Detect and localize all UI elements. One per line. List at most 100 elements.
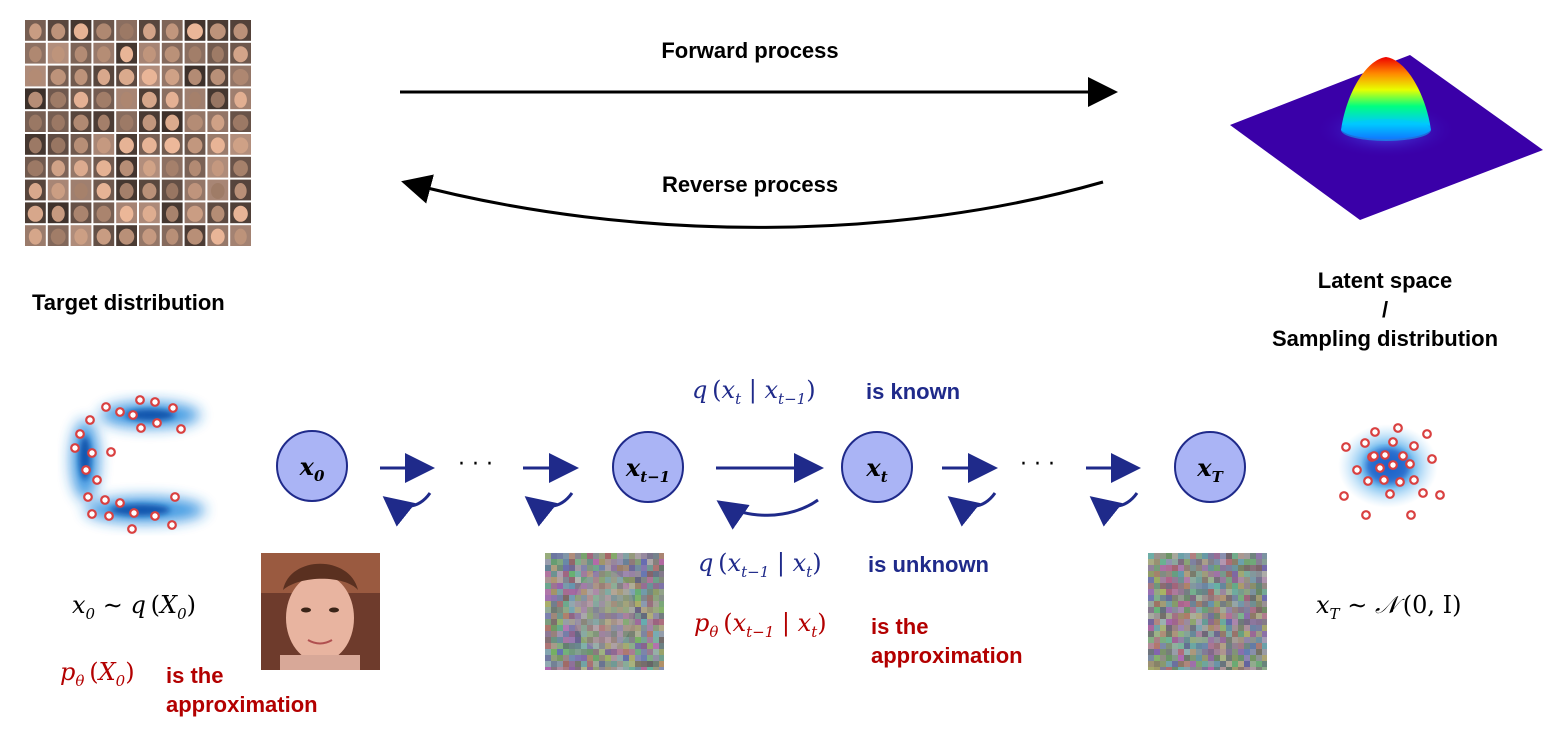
noise-pixel (593, 571, 599, 577)
sample-dot (1398, 451, 1408, 461)
noise-pixel (569, 565, 575, 571)
noise-pixel (569, 667, 575, 670)
noise-pixel (1172, 601, 1178, 607)
noise-pixel (629, 643, 635, 649)
noise-pixel (563, 637, 569, 643)
noise-pixel (1184, 661, 1190, 667)
noise-pixel (617, 637, 623, 643)
noise-pixel (635, 583, 641, 589)
noise-pixel (611, 625, 617, 631)
latent-density (1338, 423, 1445, 520)
noise-pixel (629, 601, 635, 607)
noise-pixel (629, 631, 635, 637)
noise-pixel (1238, 655, 1244, 661)
noise-pixel (569, 649, 575, 655)
noise-pixel (1244, 589, 1250, 595)
noise-pixel (1184, 655, 1190, 661)
noise-pixel (1244, 619, 1250, 625)
noise-pixel (647, 613, 653, 619)
noise-pixel (617, 577, 623, 583)
noise-pixel (1154, 637, 1160, 643)
noise-pixel (1250, 631, 1256, 637)
noise-pixel (1202, 649, 1208, 655)
noise-pixel (1214, 637, 1220, 643)
noise-pixel (575, 601, 581, 607)
noise-pixel (545, 625, 551, 631)
noise-pixel (641, 553, 647, 559)
noise-pixel (1184, 571, 1190, 577)
noise-pixel (605, 571, 611, 577)
noise-pixel (653, 571, 659, 577)
noise-pixel (1190, 661, 1196, 667)
sample-dot (1341, 442, 1351, 452)
sample-dot (1385, 489, 1395, 499)
noise-pixel (1208, 667, 1214, 670)
noise-pixel (593, 631, 599, 637)
noise-pixel (659, 565, 664, 571)
sample-dot (115, 498, 125, 508)
noise-pixel (641, 589, 647, 595)
sample-dot (104, 511, 114, 521)
noise-pixel (653, 655, 659, 661)
noise-pixel (581, 589, 587, 595)
sample-dot (1339, 491, 1349, 501)
noise-pixel (1232, 565, 1238, 571)
noise-pixel (653, 667, 659, 670)
noise-pixel (581, 667, 587, 670)
noise-pixel (1244, 625, 1250, 631)
noisy-image-right (1148, 553, 1267, 670)
face-thumbnail-face (29, 46, 42, 63)
noise-pixel (647, 631, 653, 637)
noise-pixel (1262, 565, 1267, 571)
noise-pixel (641, 661, 647, 667)
noise-pixel (611, 613, 617, 619)
noise-pixel (557, 661, 563, 667)
noise-pixel (1148, 601, 1154, 607)
noise-pixel (1220, 571, 1226, 577)
noise-pixel (1238, 625, 1244, 631)
noise-pixel (659, 631, 664, 637)
sample-dot (176, 424, 186, 434)
noise-pixel (1256, 619, 1262, 625)
noise-pixel (587, 619, 593, 625)
noise-pixel (1148, 571, 1154, 577)
noise-pixel (635, 553, 641, 559)
noise-pixel (605, 667, 611, 670)
noise-pixel (611, 643, 617, 649)
chain-nodes (276, 430, 1246, 503)
noise-pixel (1232, 613, 1238, 619)
noise-pixel (1184, 565, 1190, 571)
noise-pixel (1178, 637, 1184, 643)
noise-pixel (629, 655, 635, 661)
noise-pixel (629, 613, 635, 619)
sample-dot (170, 492, 180, 502)
noise-pixel (575, 553, 581, 559)
noise-pixel (1214, 613, 1220, 619)
face-thumbnail-face (96, 228, 111, 245)
noise-pixel (575, 571, 581, 577)
noise-pixel (1166, 595, 1172, 601)
noise-pixel (1250, 625, 1256, 631)
noise-pixel (1262, 625, 1267, 631)
noise-pixel (1226, 655, 1232, 661)
noise-pixel (611, 607, 617, 613)
noise-pixel (1154, 631, 1160, 637)
face-thumbnail-face (28, 228, 42, 245)
noise-pixel (563, 649, 569, 655)
noise-pixel (647, 595, 653, 601)
noise-pixel (1178, 649, 1184, 655)
sample-dot (1375, 463, 1385, 473)
noise-pixel (581, 643, 587, 649)
noise-pixel (635, 571, 641, 577)
noise-pixel (617, 553, 623, 559)
noise-pixel (1172, 553, 1178, 559)
noise-pixel (623, 619, 629, 625)
noise-pixel (569, 571, 575, 577)
noise-pixel (629, 619, 635, 625)
sample-dot (1360, 438, 1370, 448)
face-thumbnail-face (166, 183, 179, 199)
noise-pixel (1160, 631, 1166, 637)
target-distribution-label: Target distribution (32, 290, 225, 315)
noise-pixel (611, 655, 617, 661)
noise-pixel (1214, 559, 1220, 565)
